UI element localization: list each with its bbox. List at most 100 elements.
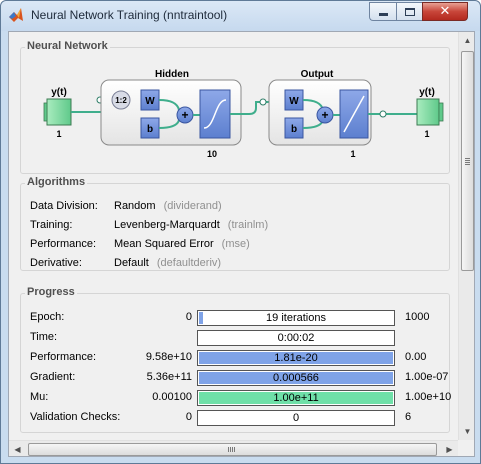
output-weight-label: W xyxy=(289,96,299,107)
hidden-sum-symbol: + xyxy=(181,108,188,122)
progress-start-value: 0 xyxy=(185,411,192,423)
scroll-down-arrow-icon[interactable]: ▼ xyxy=(463,427,472,436)
scroll-left-arrow-icon[interactable]: ◀ xyxy=(14,445,21,454)
progress-group: Progress xyxy=(20,286,450,433)
grip-line xyxy=(465,160,470,161)
maximize-button[interactable] xyxy=(396,2,422,21)
client-area: Neural Network xyxy=(8,31,475,457)
algorithm-value: Default(defaultderiv) xyxy=(114,257,222,269)
horizontal-scrollbar[interactable]: ◀ ▶ xyxy=(9,440,458,456)
progress-fill xyxy=(199,392,393,404)
hidden-layer-title: Hidden xyxy=(155,69,189,80)
purelin-line xyxy=(343,95,365,133)
output-block-tab xyxy=(438,102,444,122)
algorithm-label: Data Division: xyxy=(30,200,98,212)
neural-network-title: Neural Network xyxy=(25,40,110,52)
close-button[interactable]: ✕ xyxy=(422,2,468,21)
progress-bar-text: 0 xyxy=(292,412,300,424)
matlab-logo-icon xyxy=(9,8,23,22)
grip-line xyxy=(465,158,470,159)
progress-end-value: 1000 xyxy=(405,311,430,323)
progress-bar-text: 1.00e+11 xyxy=(273,392,319,404)
progress-start-value: 5.36e+11 xyxy=(146,371,192,383)
progress-start-value: 0 xyxy=(185,311,192,323)
algorithm-function: (trainlm) xyxy=(227,219,269,231)
connector-node xyxy=(379,110,387,118)
progress-bar-text: 19 iterations xyxy=(266,312,326,324)
progress-label: Validation Checks: xyxy=(30,411,121,423)
hidden-weight-line xyxy=(158,99,180,111)
algorithm-label: Training: xyxy=(30,219,73,231)
grip-line xyxy=(228,447,229,452)
progress-label: Epoch: xyxy=(30,311,65,323)
output-layer-title: Output xyxy=(301,69,334,80)
output-count: 1 xyxy=(424,129,429,139)
output-label: y(t) xyxy=(419,87,435,98)
algorithm-function: (defaultderiv) xyxy=(156,257,222,269)
progress-bar-text: 1.81e-20 xyxy=(274,352,318,364)
maximize-icon xyxy=(404,7,415,16)
horizontal-scroll-thumb[interactable] xyxy=(28,443,437,456)
progress-row-gradient: Gradient: 5.36e+11 0.000566 1.00e-07 xyxy=(30,370,460,386)
neural-network-group: Neural Network xyxy=(20,40,450,174)
progress-fill xyxy=(199,312,203,324)
algorithms-title: Algorithms xyxy=(25,176,88,188)
algorithm-function: (mse) xyxy=(221,238,250,250)
progress-end-value: 1.00e-07 xyxy=(405,371,449,383)
progress-start-value: 9.58e+10 xyxy=(145,351,192,363)
algorithm-value: Levenberg-Marquardt(trainlm) xyxy=(114,219,269,231)
grip-line xyxy=(232,447,233,452)
grip-line xyxy=(230,447,231,452)
progress-bar-text: 0.000566 xyxy=(273,372,319,384)
output-block xyxy=(416,98,440,126)
algorithm-value: Random(dividerand) xyxy=(114,200,222,212)
hidden-weight-label: W xyxy=(145,96,155,107)
hidden-bias-line xyxy=(158,119,180,129)
progress-label: Mu: xyxy=(30,391,49,403)
output-layer-size: 1 xyxy=(350,149,355,159)
progress-end-value: 0.00 xyxy=(405,351,427,363)
vertical-scroll-thumb[interactable] xyxy=(461,51,474,271)
progress-row-mu: Mu: 0.00100 1.00e+11 1.00e+10 xyxy=(30,390,460,406)
progress-bar: 0.000566 xyxy=(197,370,395,386)
scroll-content: Neural Network xyxy=(9,32,459,440)
vertical-scrollbar[interactable]: ▲ ▼ xyxy=(458,32,474,440)
tapped-delay-block xyxy=(111,90,131,110)
progress-bar: 0:00:02 xyxy=(197,330,395,346)
scrollbar-corner xyxy=(458,440,474,456)
progress-bar: 19 iterations xyxy=(197,310,395,326)
progress-label: Time: xyxy=(30,331,58,343)
grip-line xyxy=(234,447,235,452)
input-block-tab xyxy=(43,102,48,122)
algorithm-label: Derivative: xyxy=(30,257,82,269)
progress-bar: 1.81e-20 xyxy=(197,350,395,366)
output-sum-symbol: + xyxy=(321,108,328,122)
input-label: y(t) xyxy=(51,87,67,98)
progress-start-value: 0.00100 xyxy=(152,391,192,403)
progress-bar: 0 xyxy=(197,410,395,426)
progress-end-value: 1.00e+10 xyxy=(405,391,452,403)
scroll-right-arrow-icon[interactable]: ▶ xyxy=(446,445,453,454)
algorithm-label: Performance: xyxy=(30,238,97,250)
hidden-bias-label: b xyxy=(147,124,153,135)
progress-fill xyxy=(199,352,393,364)
progress-bar: 1.00e+11 xyxy=(197,390,395,406)
progress-title: Progress xyxy=(25,286,77,298)
progress-label: Gradient: xyxy=(30,371,76,383)
connector-node xyxy=(259,98,267,106)
minimize-icon xyxy=(378,13,388,16)
hidden-layer-size: 10 xyxy=(207,149,217,159)
algorithms-group: Algorithms xyxy=(20,176,450,271)
grip-line xyxy=(465,162,470,163)
title-bar[interactable]: Neural Network Training (nntraintool) ✕ xyxy=(1,1,480,31)
progress-fill xyxy=(199,372,393,384)
scroll-up-arrow-icon[interactable]: ▲ xyxy=(463,36,472,45)
output-bias-label: b xyxy=(291,124,297,135)
tansig-curve xyxy=(203,99,227,129)
progress-bar-text: 0:00:02 xyxy=(277,332,315,344)
input-size: 1 xyxy=(56,129,61,139)
minimize-button[interactable] xyxy=(369,2,396,21)
grip-line xyxy=(465,164,470,165)
